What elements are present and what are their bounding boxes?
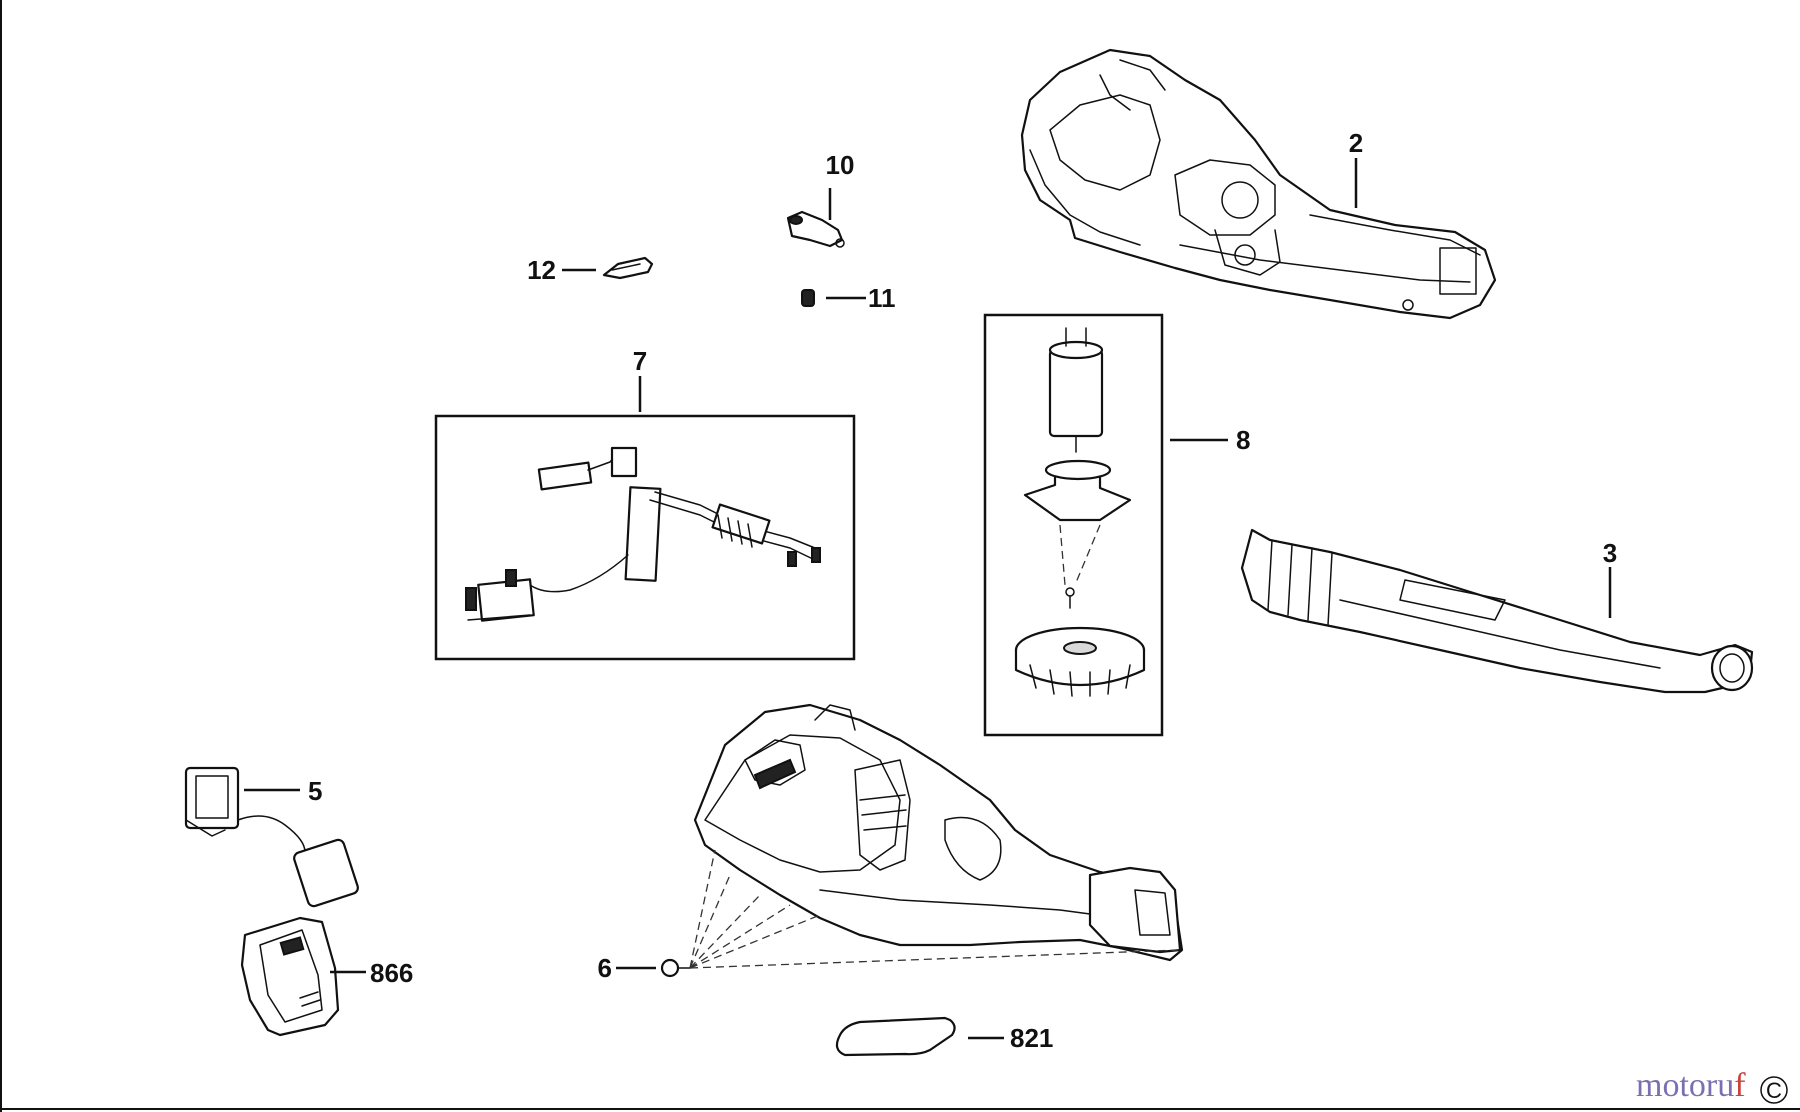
lower-housing [693,703,1184,962]
svg-text:C: C [1766,1078,1782,1103]
svg-text:motoruf: motoruf [1636,1067,1746,1104]
callout-3: 3 [1603,538,1617,568]
callout-7: 7 [633,346,647,376]
callout-12: 12 [527,255,556,285]
part-821-label-plate [835,1016,956,1057]
part-10-switch-actuator [786,210,845,248]
watermark-logo: motoruf C [1636,1067,1788,1104]
screw-leader-lines [689,849,1181,969]
part-3-blower-tube [1240,528,1754,694]
part-5-switch-assembly [184,766,359,908]
part-7-wiring-assembly [434,414,856,661]
callout-8: 8 [1236,425,1250,455]
part-2-upper-housing [1020,48,1497,320]
part-11-spring [801,289,815,307]
callout-11: 11 [868,283,896,313]
part-8-motor-fan-assembly [983,313,1164,737]
callout-2: 2 [1349,128,1363,158]
callout-866: 866 [370,958,413,988]
part-12-lock-slider [602,256,654,280]
callout-10: 10 [826,150,855,180]
callout-821: 821 [1010,1023,1053,1053]
part-866-battery-pack [240,916,340,1037]
part-6-screw [660,958,691,978]
callout-6: 6 [598,953,612,983]
callout-5: 5 [308,776,322,806]
